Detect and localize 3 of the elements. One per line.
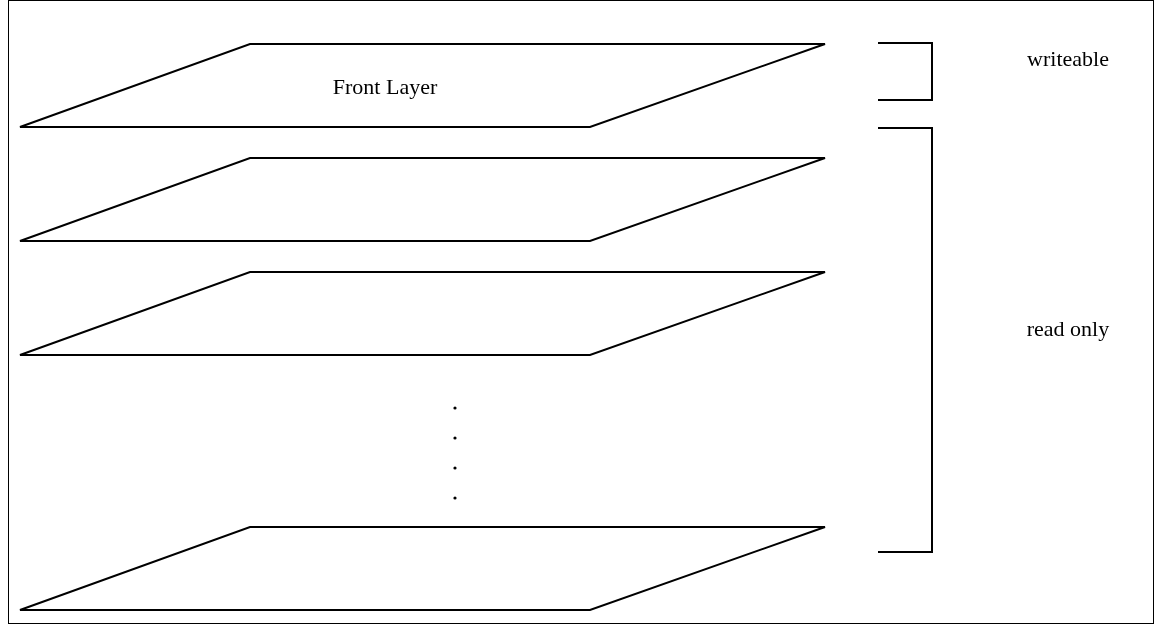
bracket-label: read only [1026,316,1110,342]
bracket-label: writeable [1027,46,1109,72]
layer-title: Front Layer [332,74,438,100]
